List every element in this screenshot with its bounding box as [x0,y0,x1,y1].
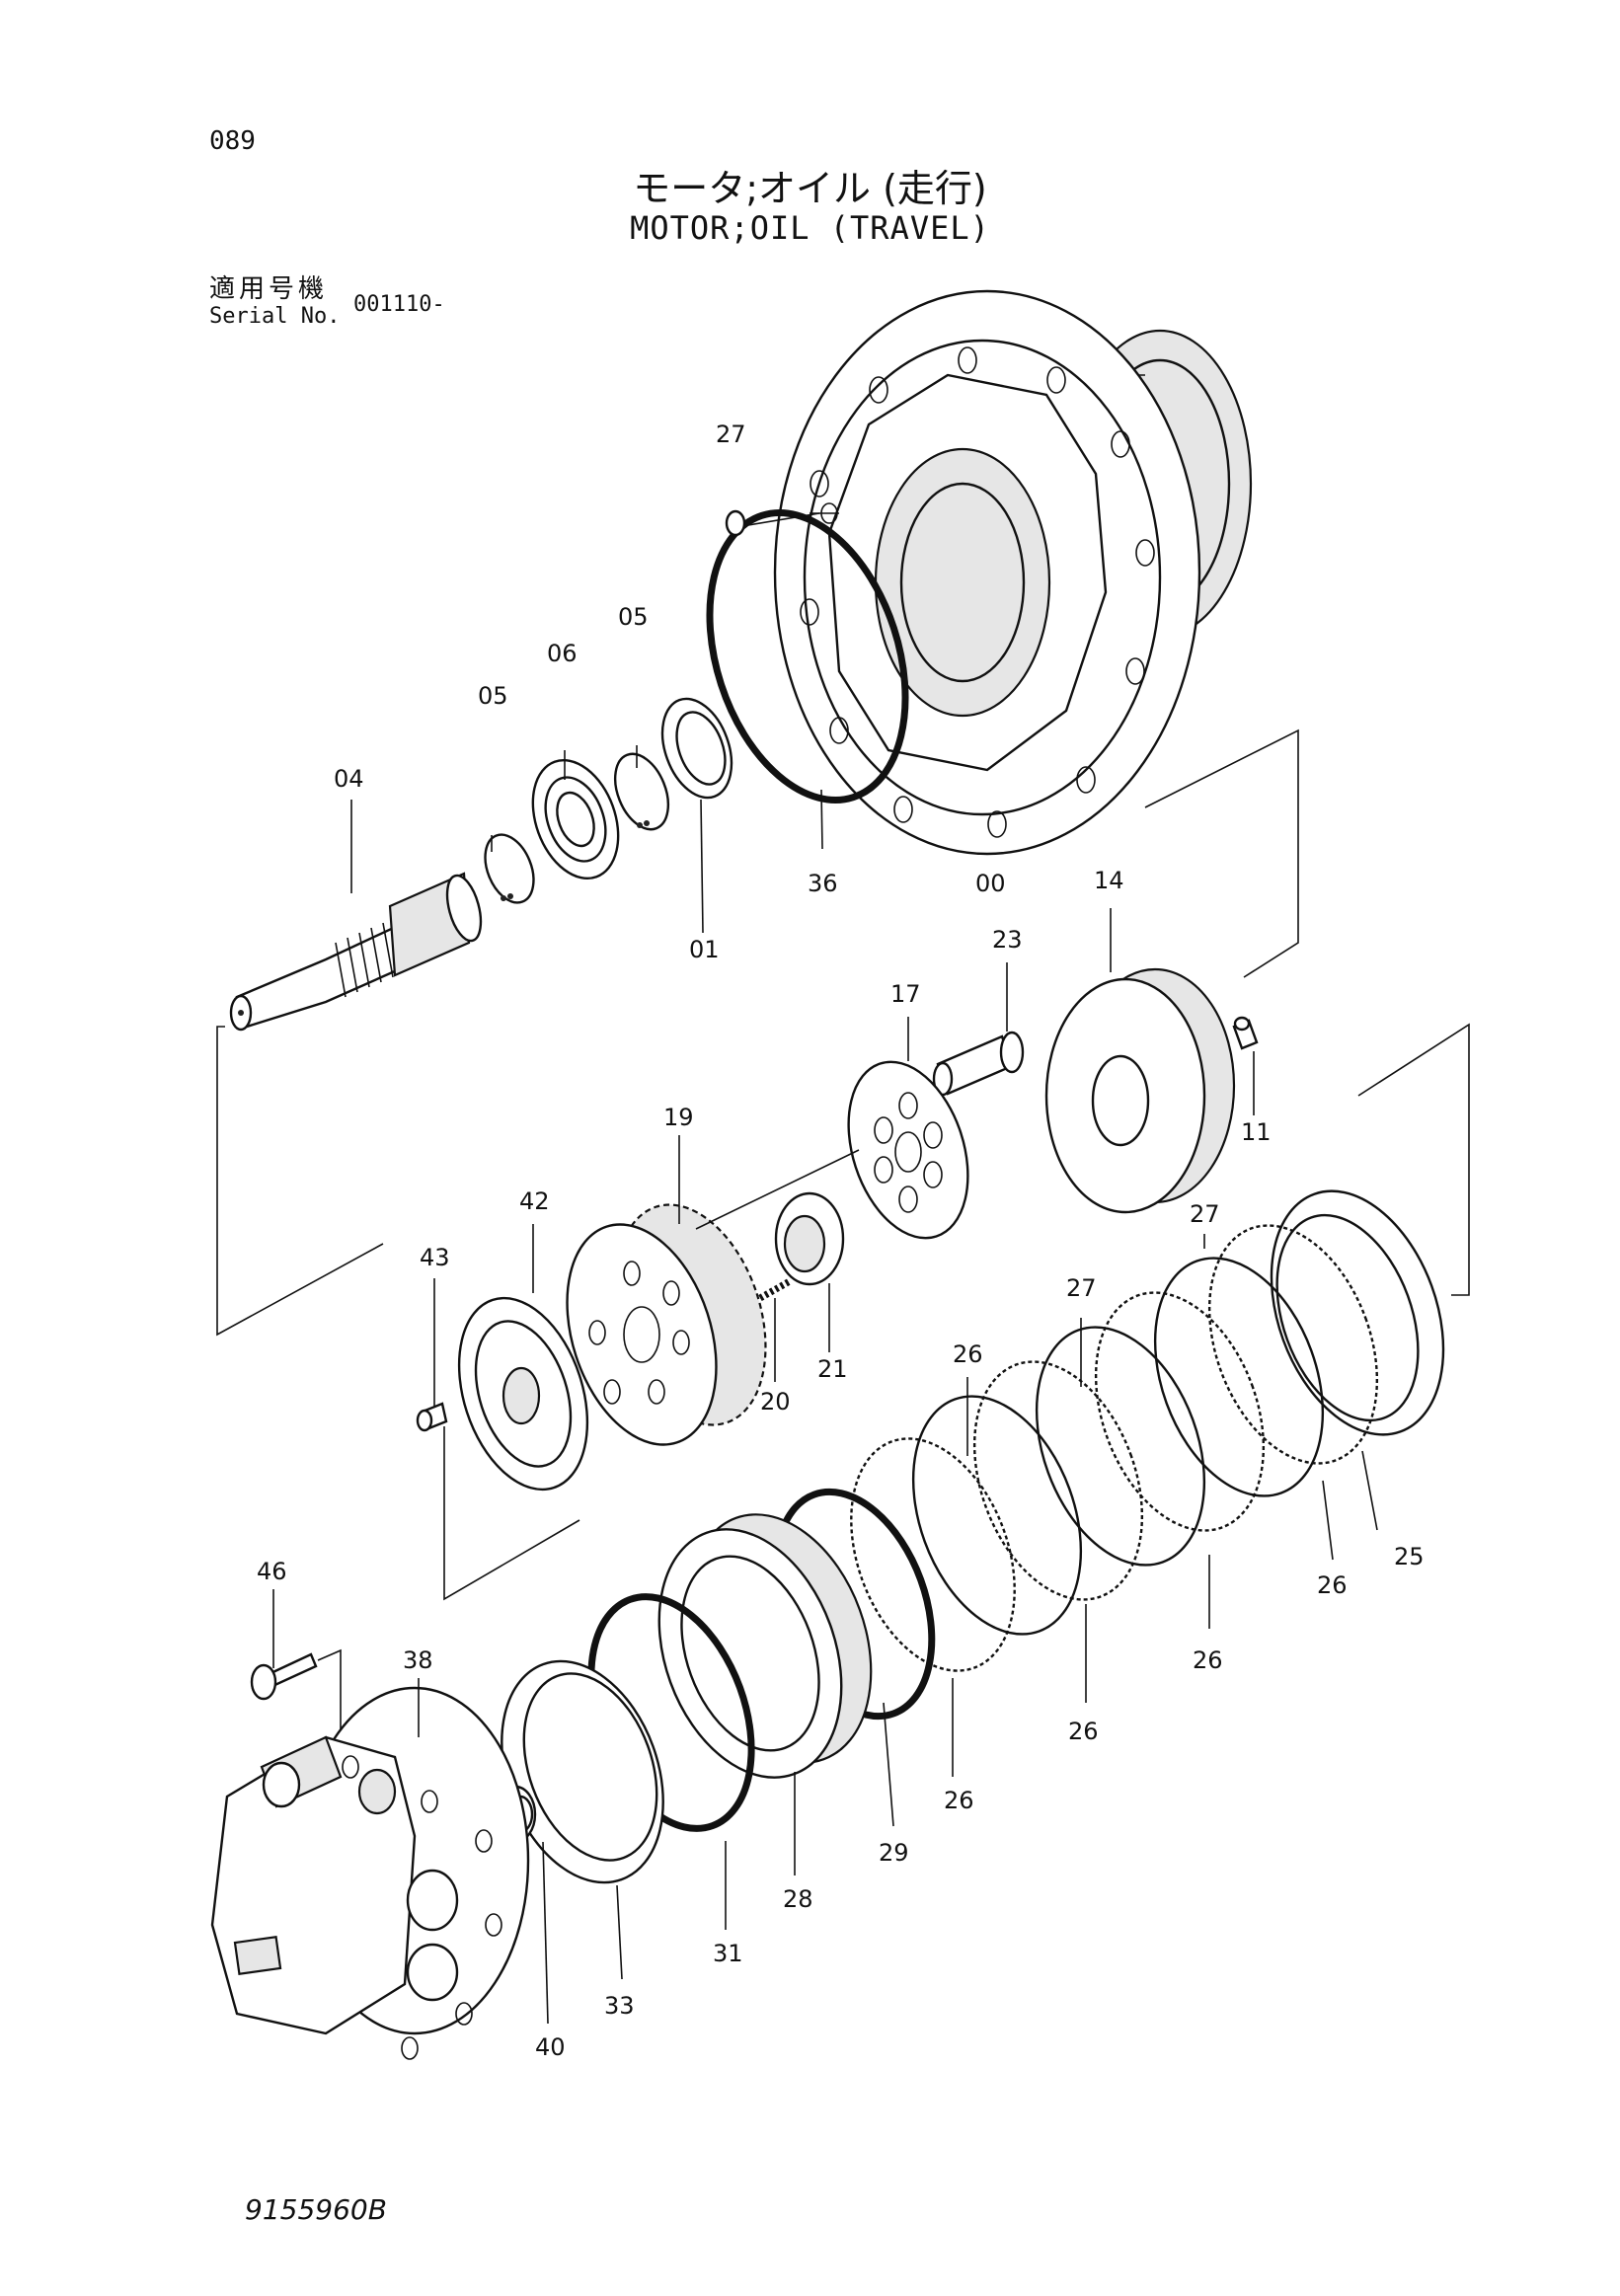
label-29: 29 [879,1839,909,1867]
page-number: 089 [209,126,256,156]
part-20-spring[interactable] [758,1277,792,1302]
part-36-o-ring[interactable] [675,488,940,825]
title-japanese: モータ;オイル (走行) [633,167,987,210]
label-05-right: 05 [618,603,649,631]
label-20: 20 [760,1388,791,1416]
part-labels: 27 05 06 05 04 36 00 14 01 23 17 11 19 4… [257,421,1425,2061]
label-01: 01 [689,936,720,963]
label-11: 11 [1241,1118,1272,1146]
part-42-valve-plate[interactable] [436,1281,610,1505]
label-25: 25 [1394,1543,1425,1570]
part-17-retainer-plate[interactable] [827,1046,988,1254]
part-23-piston[interactable] [932,1031,1025,1097]
serial-label-japanese: 適用号機 [209,274,329,304]
part-05-snap-ring-right[interactable] [605,746,678,837]
serial-number-value: 001110- [353,292,445,317]
part-38-rear-cover[interactable] [210,1686,530,2060]
label-14: 14 [1094,867,1124,894]
label-17: 17 [890,980,921,1008]
label-27-low: 26 [953,1340,983,1368]
part-14-swash-plate[interactable] [1044,967,1236,1214]
drawing-number: 9155960B [245,2193,387,2226]
label-21: 21 [817,1355,848,1383]
label-23: 23 [992,926,1023,954]
part-19-cylinder-block[interactable] [541,1149,860,1464]
friction-plate-stack[interactable] [821,1167,1475,1693]
part-21-spherical-bushing[interactable] [774,1191,845,1286]
part-01-oil-seal[interactable] [650,689,744,807]
label-46: 46 [257,1558,287,1585]
part-35-plug[interactable] [725,502,838,537]
title-english: MOTOR;OIL (TRAVEL) [630,209,990,247]
label-33: 33 [604,1992,635,2020]
part-04-shaft[interactable] [229,872,487,1032]
part-00-housing[interactable] [773,289,1253,856]
label-04: 04 [334,765,364,793]
label-19: 19 [663,1104,694,1131]
label-43: 43 [420,1244,450,1271]
label-31: 31 [713,1940,743,1967]
label-00: 00 [975,870,1006,897]
part-05-snap-ring-left[interactable] [476,827,543,909]
label-35: 27 [716,421,746,448]
label-05-left: 05 [478,682,508,710]
label-26-a: 26 [1317,1571,1348,1599]
label-42: 42 [519,1187,550,1215]
part-11-pin[interactable] [1232,1016,1259,1050]
label-36: 36 [808,870,838,897]
label-26-d: 26 [944,1787,974,1814]
label-28: 28 [783,1885,813,1913]
label-26-b: 26 [1193,1646,1223,1674]
part-28-brake-piston[interactable] [627,1489,904,1802]
label-40: 40 [535,2033,566,2061]
label-38: 38 [403,1646,433,1674]
leader-lines [272,745,1378,2025]
label-06: 06 [547,640,578,667]
label-27-top: 27 [1190,1200,1220,1228]
label-26-c: 26 [1068,1718,1099,1745]
part-06-bearing[interactable] [517,748,634,890]
label-27-mid: 27 [1066,1274,1097,1302]
part-43-pin[interactable] [416,1402,448,1432]
serial-label-english: Serial No. [209,304,341,329]
reference-lines-upper [216,728,1470,1601]
